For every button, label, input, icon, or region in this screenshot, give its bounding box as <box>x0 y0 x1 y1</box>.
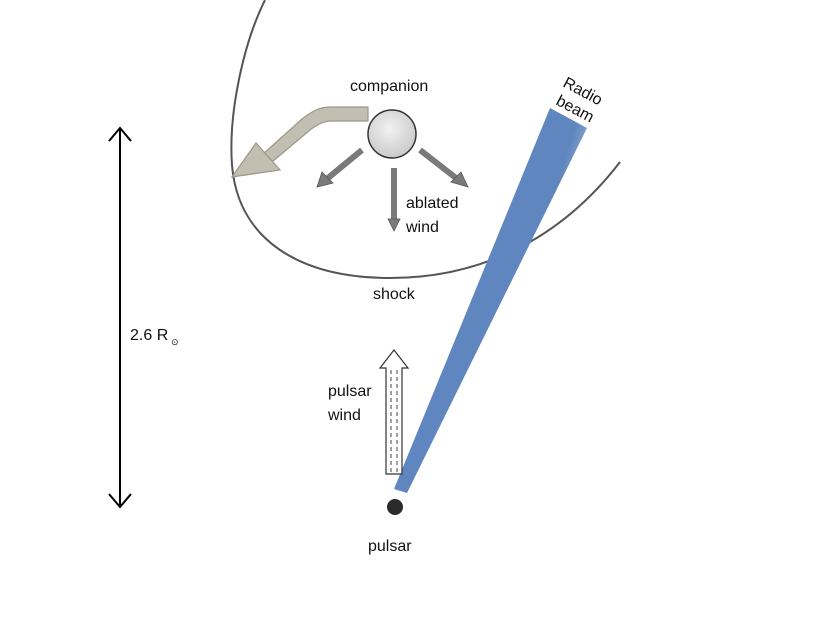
pulsar-wind-label-line2: wind <box>327 407 361 424</box>
scale-arrow <box>108 126 132 509</box>
shock-label: shock <box>373 286 416 303</box>
companion-label: companion <box>350 78 428 95</box>
scale-label: 2.6 R <box>130 327 168 344</box>
companion-star <box>367 109 417 159</box>
pulsar-wind-label-line1: pulsar <box>328 383 372 400</box>
ablated-wind-label-line2: wind <box>405 219 439 236</box>
pulsar-wind-arrow <box>378 349 410 475</box>
radio-beam <box>394 108 587 493</box>
scale-unit-symbol: ⊙ <box>171 337 179 347</box>
ablated-wind-arrows <box>316 147 469 232</box>
pulsar-dot <box>387 499 403 515</box>
pulsar-label: pulsar <box>368 538 412 555</box>
ablated-wind-label-line1: ablated <box>406 195 459 212</box>
orbital-motion-arrow <box>230 106 369 178</box>
